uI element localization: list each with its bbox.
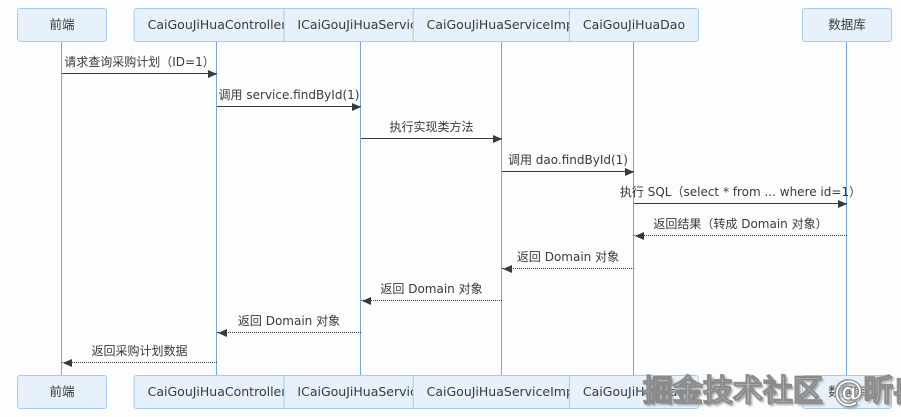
actor-box-bottom-1: CaiGouJiHuaController [133, 375, 301, 409]
message-label: 返回 Domain 对象 [380, 282, 483, 296]
watermark: 掘金技术社区 @昕冉 [642, 374, 901, 410]
message-label: 返回采购计划数据 [91, 344, 188, 358]
message-line-8 [217, 332, 361, 333]
message-label: 执行 SQL（select * from ... where id=1） [619, 185, 862, 199]
arrowhead-icon [352, 102, 361, 111]
lifeline-2 [360, 42, 361, 375]
lifeline-1 [216, 42, 217, 375]
message-line-9 [62, 362, 217, 363]
message-line-5 [634, 235, 847, 236]
lifeline-0 [61, 42, 62, 375]
message-line-6 [502, 268, 634, 269]
arrowhead-icon [635, 231, 644, 240]
message-line-1 [217, 106, 361, 107]
message-label: 返回结果（转成 Domain 对象） [653, 217, 828, 231]
actor-box-top-4: CaiGouJiHuaDao [568, 8, 700, 42]
message-label: 请求查询采购计划（ID=1） [64, 55, 215, 69]
arrowhead-icon [625, 167, 634, 176]
lifeline-5 [846, 42, 847, 375]
actor-box-bottom-5: 数据库 [802, 375, 892, 409]
arrowhead-icon [503, 264, 512, 273]
message-line-2 [361, 138, 502, 139]
arrowhead-icon [362, 296, 371, 305]
actor-box-top-5: 数据库 [802, 8, 892, 42]
message-line-7 [361, 300, 502, 301]
actor-box-bottom-4: CaiGouJiHuaDao [568, 375, 700, 409]
actor-box-bottom-0: 前端 [17, 375, 107, 409]
message-label: 调用 service.findById(1) [218, 88, 360, 102]
message-line-4 [634, 203, 847, 204]
message-label: 调用 dao.findById(1) [507, 153, 629, 167]
message-label: 执行实现类方法 [389, 120, 474, 134]
actor-box-top-3: CaiGouJiHuaServiceImpl [412, 8, 592, 42]
arrowhead-icon [838, 199, 847, 208]
arrowhead-icon [63, 358, 72, 367]
actor-box-top-0: 前端 [17, 8, 107, 42]
lifeline-3 [501, 42, 502, 375]
arrowhead-icon [493, 134, 502, 143]
arrowhead-icon [218, 328, 227, 337]
message-line-3 [502, 171, 634, 172]
message-label: 返回 Domain 对象 [516, 250, 620, 264]
arrowhead-icon [208, 69, 217, 78]
lifeline-4 [633, 42, 634, 375]
actor-box-bottom-3: CaiGouJiHuaServiceImpl [412, 375, 592, 409]
message-line-0 [62, 73, 217, 74]
actor-box-top-1: CaiGouJiHuaController [133, 8, 301, 42]
message-label: 返回 Domain 对象 [237, 314, 341, 328]
